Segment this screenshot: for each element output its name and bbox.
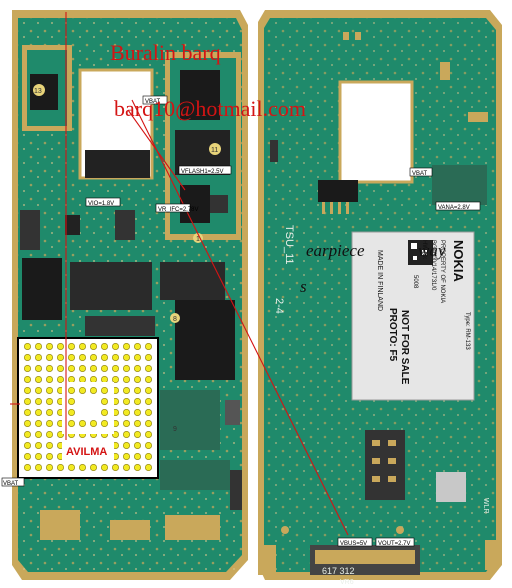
- avilma-chip: AVILMA: [17, 337, 159, 479]
- voltage-labels: VBAT VIO=1.8V VFLASH1=2.5V VR_IFC=2.78V …: [1, 95, 481, 547]
- sticker-serial: BG4600/14/1731/0: [430, 240, 436, 291]
- sticker-property: PROPERTY OF NOKIA: [439, 240, 445, 303]
- watermark-name: Buralin barq: [110, 40, 221, 65]
- sticker-code: 5008: [412, 275, 418, 289]
- label-vbus: VBUS=5V: [340, 541, 367, 547]
- silkscreen: 13 11 1 8 9 TSU_11 2-4 617 312 VR6 WLR: [34, 88, 489, 586]
- ic-marker-1: [193, 233, 203, 243]
- board-number: 2-4: [273, 298, 285, 314]
- label-vout: VOUT=2.7V: [378, 541, 411, 547]
- annotation-ways-suffix: s: [300, 277, 307, 296]
- vr-label: VR6: [340, 579, 354, 586]
- ic-marker-13: [33, 84, 45, 96]
- label-vana: VANA=2.8V: [438, 205, 470, 211]
- annotation-earpiece: earpiece: [306, 241, 365, 260]
- annotation-ways: way: [418, 241, 446, 260]
- label-vr-ifc: VR_IFC=2.78V: [158, 207, 199, 213]
- label-vflash: VFLASH1=2.5V: [181, 169, 224, 175]
- chip-name: AVILMA: [66, 446, 107, 458]
- wlr-label: WLR: [482, 498, 489, 514]
- trace-lines: [10, 12, 349, 536]
- sticker-proto: PROTO: F5: [387, 308, 398, 362]
- sticker-nfs: NOT FOR SALE: [399, 310, 410, 385]
- ic-marker-8: [170, 313, 180, 323]
- ic-label-9: 9: [173, 426, 177, 433]
- ic-label-13: 13: [34, 88, 42, 95]
- ic-label-8: 8: [173, 316, 177, 323]
- label-vbat-right: VBAT: [412, 171, 428, 177]
- pin-numbers: 617 312: [322, 566, 355, 576]
- tsu-label: TSU_11: [283, 225, 295, 265]
- label-vio: VIO=1.8V: [88, 201, 114, 207]
- label-vbat-bottom: VBAT: [3, 481, 19, 487]
- ic-label-1: 1: [196, 236, 200, 243]
- sticker-made: MADE IN FINLAND: [376, 250, 383, 311]
- ic-marker-11: [209, 143, 221, 155]
- label-vbat-left: VBAT: [145, 99, 161, 105]
- sticker-brand: NOKIA: [451, 240, 466, 283]
- sticker-hw: HW ID:: [421, 240, 427, 260]
- watermark-email: barq10@hotmail.com: [114, 96, 306, 121]
- ic-label-11: 11: [211, 147, 218, 154]
- sticker-type: Type: RM-133: [464, 312, 470, 350]
- nokia-sticker: NOKIA Type: RM-133 PROPERTY OF NOKIA BG4…: [351, 231, 475, 401]
